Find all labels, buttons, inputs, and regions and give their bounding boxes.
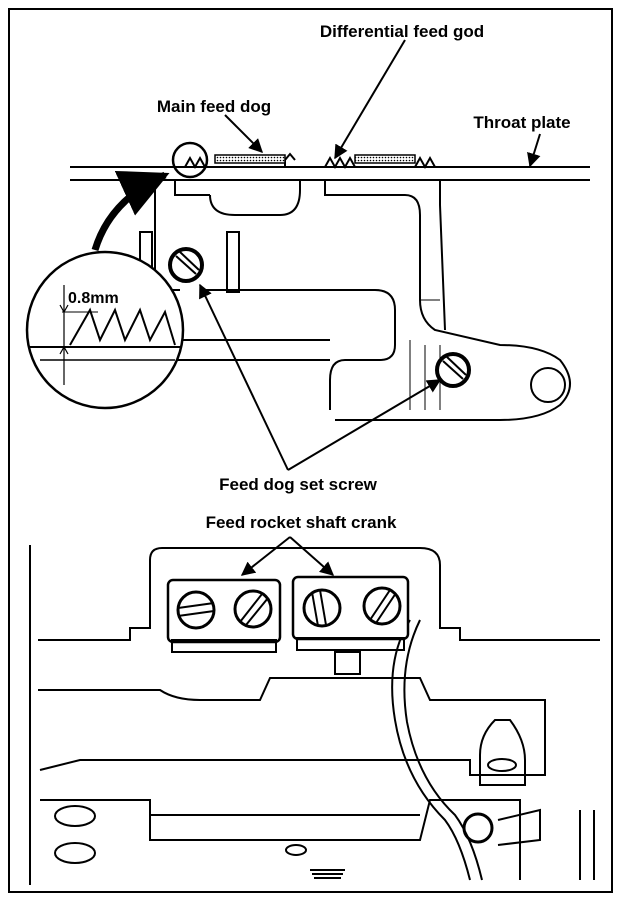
right-bracket bbox=[479, 719, 526, 786]
detail-circle bbox=[171, 141, 209, 179]
magnified-inset bbox=[25, 250, 185, 410]
magnify-arrow bbox=[91, 170, 170, 252]
carrier-lower-bar bbox=[165, 339, 330, 361]
main-feed-carrier bbox=[154, 180, 396, 410]
machine-body-lower bbox=[38, 677, 546, 776]
bottom-leaders bbox=[240, 536, 335, 576]
crank-stem bbox=[334, 651, 361, 675]
machine-body bbox=[29, 545, 600, 885]
frame-border bbox=[8, 8, 613, 893]
top-diagram bbox=[70, 141, 590, 421]
bracket-screw bbox=[462, 812, 494, 844]
base-spring bbox=[310, 869, 345, 879]
main-feed-carrier-left bbox=[155, 179, 210, 196]
leader-main-feed-dog bbox=[224, 114, 263, 153]
crank-screw-1 bbox=[176, 590, 216, 630]
label-measurement: 0.8mm bbox=[68, 290, 119, 307]
inset-teeth bbox=[69, 307, 176, 346]
machine-base bbox=[40, 799, 521, 880]
crank-screw-2 bbox=[233, 589, 273, 629]
leader-set-screw-left bbox=[199, 283, 289, 471]
top-leaders bbox=[199, 39, 541, 471]
differential-feed-arm bbox=[324, 180, 571, 421]
set-screw-left bbox=[168, 247, 204, 283]
carrier-slot-right bbox=[226, 231, 240, 293]
crank-block-left-base bbox=[171, 639, 277, 653]
base-hole-1 bbox=[54, 805, 96, 827]
leader-crank-left bbox=[240, 536, 291, 576]
main-feed-dog-body bbox=[214, 154, 286, 164]
base-hole-2 bbox=[54, 842, 96, 864]
leader-crank-right bbox=[289, 536, 335, 576]
leader-differential-feed bbox=[334, 39, 406, 160]
label-throat-plate: Throat plate bbox=[473, 113, 570, 132]
arm-end-hole bbox=[530, 367, 566, 403]
label-main-feed-dog: Main feed dog bbox=[157, 97, 271, 116]
set-screw-right bbox=[435, 352, 471, 388]
differential-feed-arm-inner bbox=[439, 180, 446, 331]
leader-throat-plate bbox=[527, 133, 541, 168]
crank-screw-4 bbox=[362, 586, 402, 626]
differential-feed-dog-body bbox=[354, 154, 416, 164]
label-rocket-crank: Feed rocket shaft crank bbox=[206, 513, 397, 532]
leader-set-screw-right bbox=[287, 379, 442, 471]
base-hole-3 bbox=[285, 844, 307, 856]
crank-block-right-base bbox=[296, 637, 405, 651]
bracket-hole bbox=[487, 758, 517, 772]
label-set-screw: Feed dog set screw bbox=[219, 475, 378, 494]
label-differential-feed: Differential feed god bbox=[320, 22, 484, 41]
crank-screw-3 bbox=[302, 588, 342, 628]
bracket-lower bbox=[497, 808, 541, 846]
